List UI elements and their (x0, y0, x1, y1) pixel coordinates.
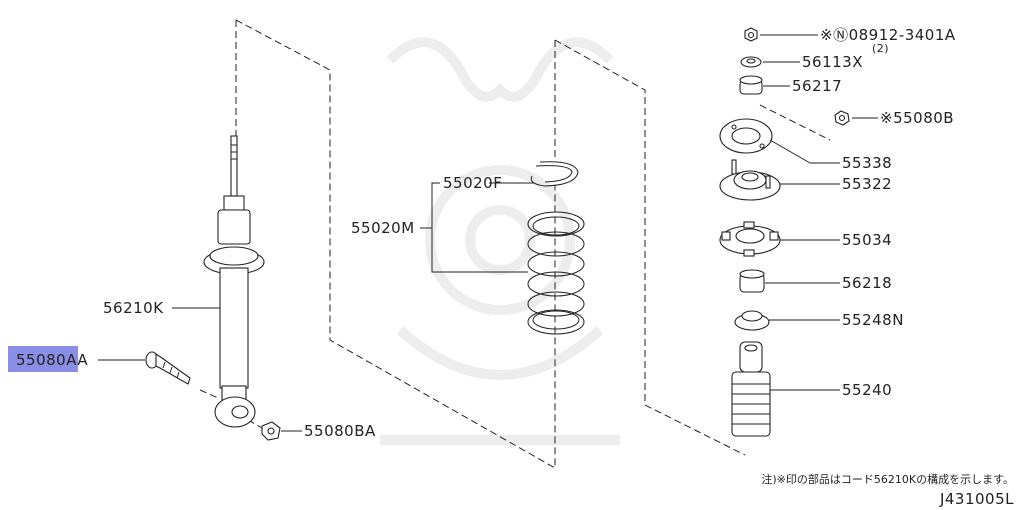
bump-stopper-55034 (719, 221, 781, 257)
leader-lines (98, 34, 878, 432)
label-55020m[interactable]: 55020M (351, 219, 415, 237)
label-56210k[interactable]: 56210K (103, 299, 164, 317)
dust-boot-55240 (731, 341, 771, 437)
bushing-56217 (739, 75, 763, 95)
bolt-55080aa (145, 351, 191, 385)
label-55248n[interactable]: 55248N (842, 311, 904, 329)
label-56218[interactable]: 56218 (842, 274, 892, 292)
footnote: 注)※印の部品はコード56210Kの構成を示します。 (761, 472, 1014, 486)
coil-spring-55020m (527, 211, 585, 335)
washer-55248n (734, 310, 770, 331)
nut-55080b (834, 110, 850, 126)
label-08912-3401a[interactable]: ※Ⓝ08912-3401A (820, 26, 956, 44)
label-08912-qty: (2) (872, 42, 889, 55)
washer-56113x (740, 56, 762, 68)
label-55080b[interactable]: ※55080B (880, 109, 954, 127)
shock-absorber (203, 135, 265, 428)
part-highlight (8, 346, 78, 372)
mount-plate-55338 (719, 118, 773, 154)
label-56113x[interactable]: 56113X (802, 53, 863, 71)
label-55322[interactable]: 55322 (842, 175, 892, 193)
watermark-crest (380, 37, 620, 445)
mount-55322 (719, 159, 781, 201)
label-55080ba[interactable]: 55080BA (304, 422, 376, 440)
label-56217[interactable]: 56217 (792, 77, 842, 95)
nut-55080ba (261, 421, 281, 441)
label-55020f[interactable]: 55020F (443, 174, 502, 192)
label-55240[interactable]: 55240 (842, 381, 892, 399)
label-55338[interactable]: 55338 (842, 154, 892, 172)
label-55034[interactable]: 55034 (842, 231, 892, 249)
bushing-56218 (739, 269, 765, 293)
diagram-code: J431005L (939, 490, 1014, 508)
nut-08912 (744, 27, 758, 42)
label-55080aa[interactable]: 55080AA (16, 351, 88, 369)
